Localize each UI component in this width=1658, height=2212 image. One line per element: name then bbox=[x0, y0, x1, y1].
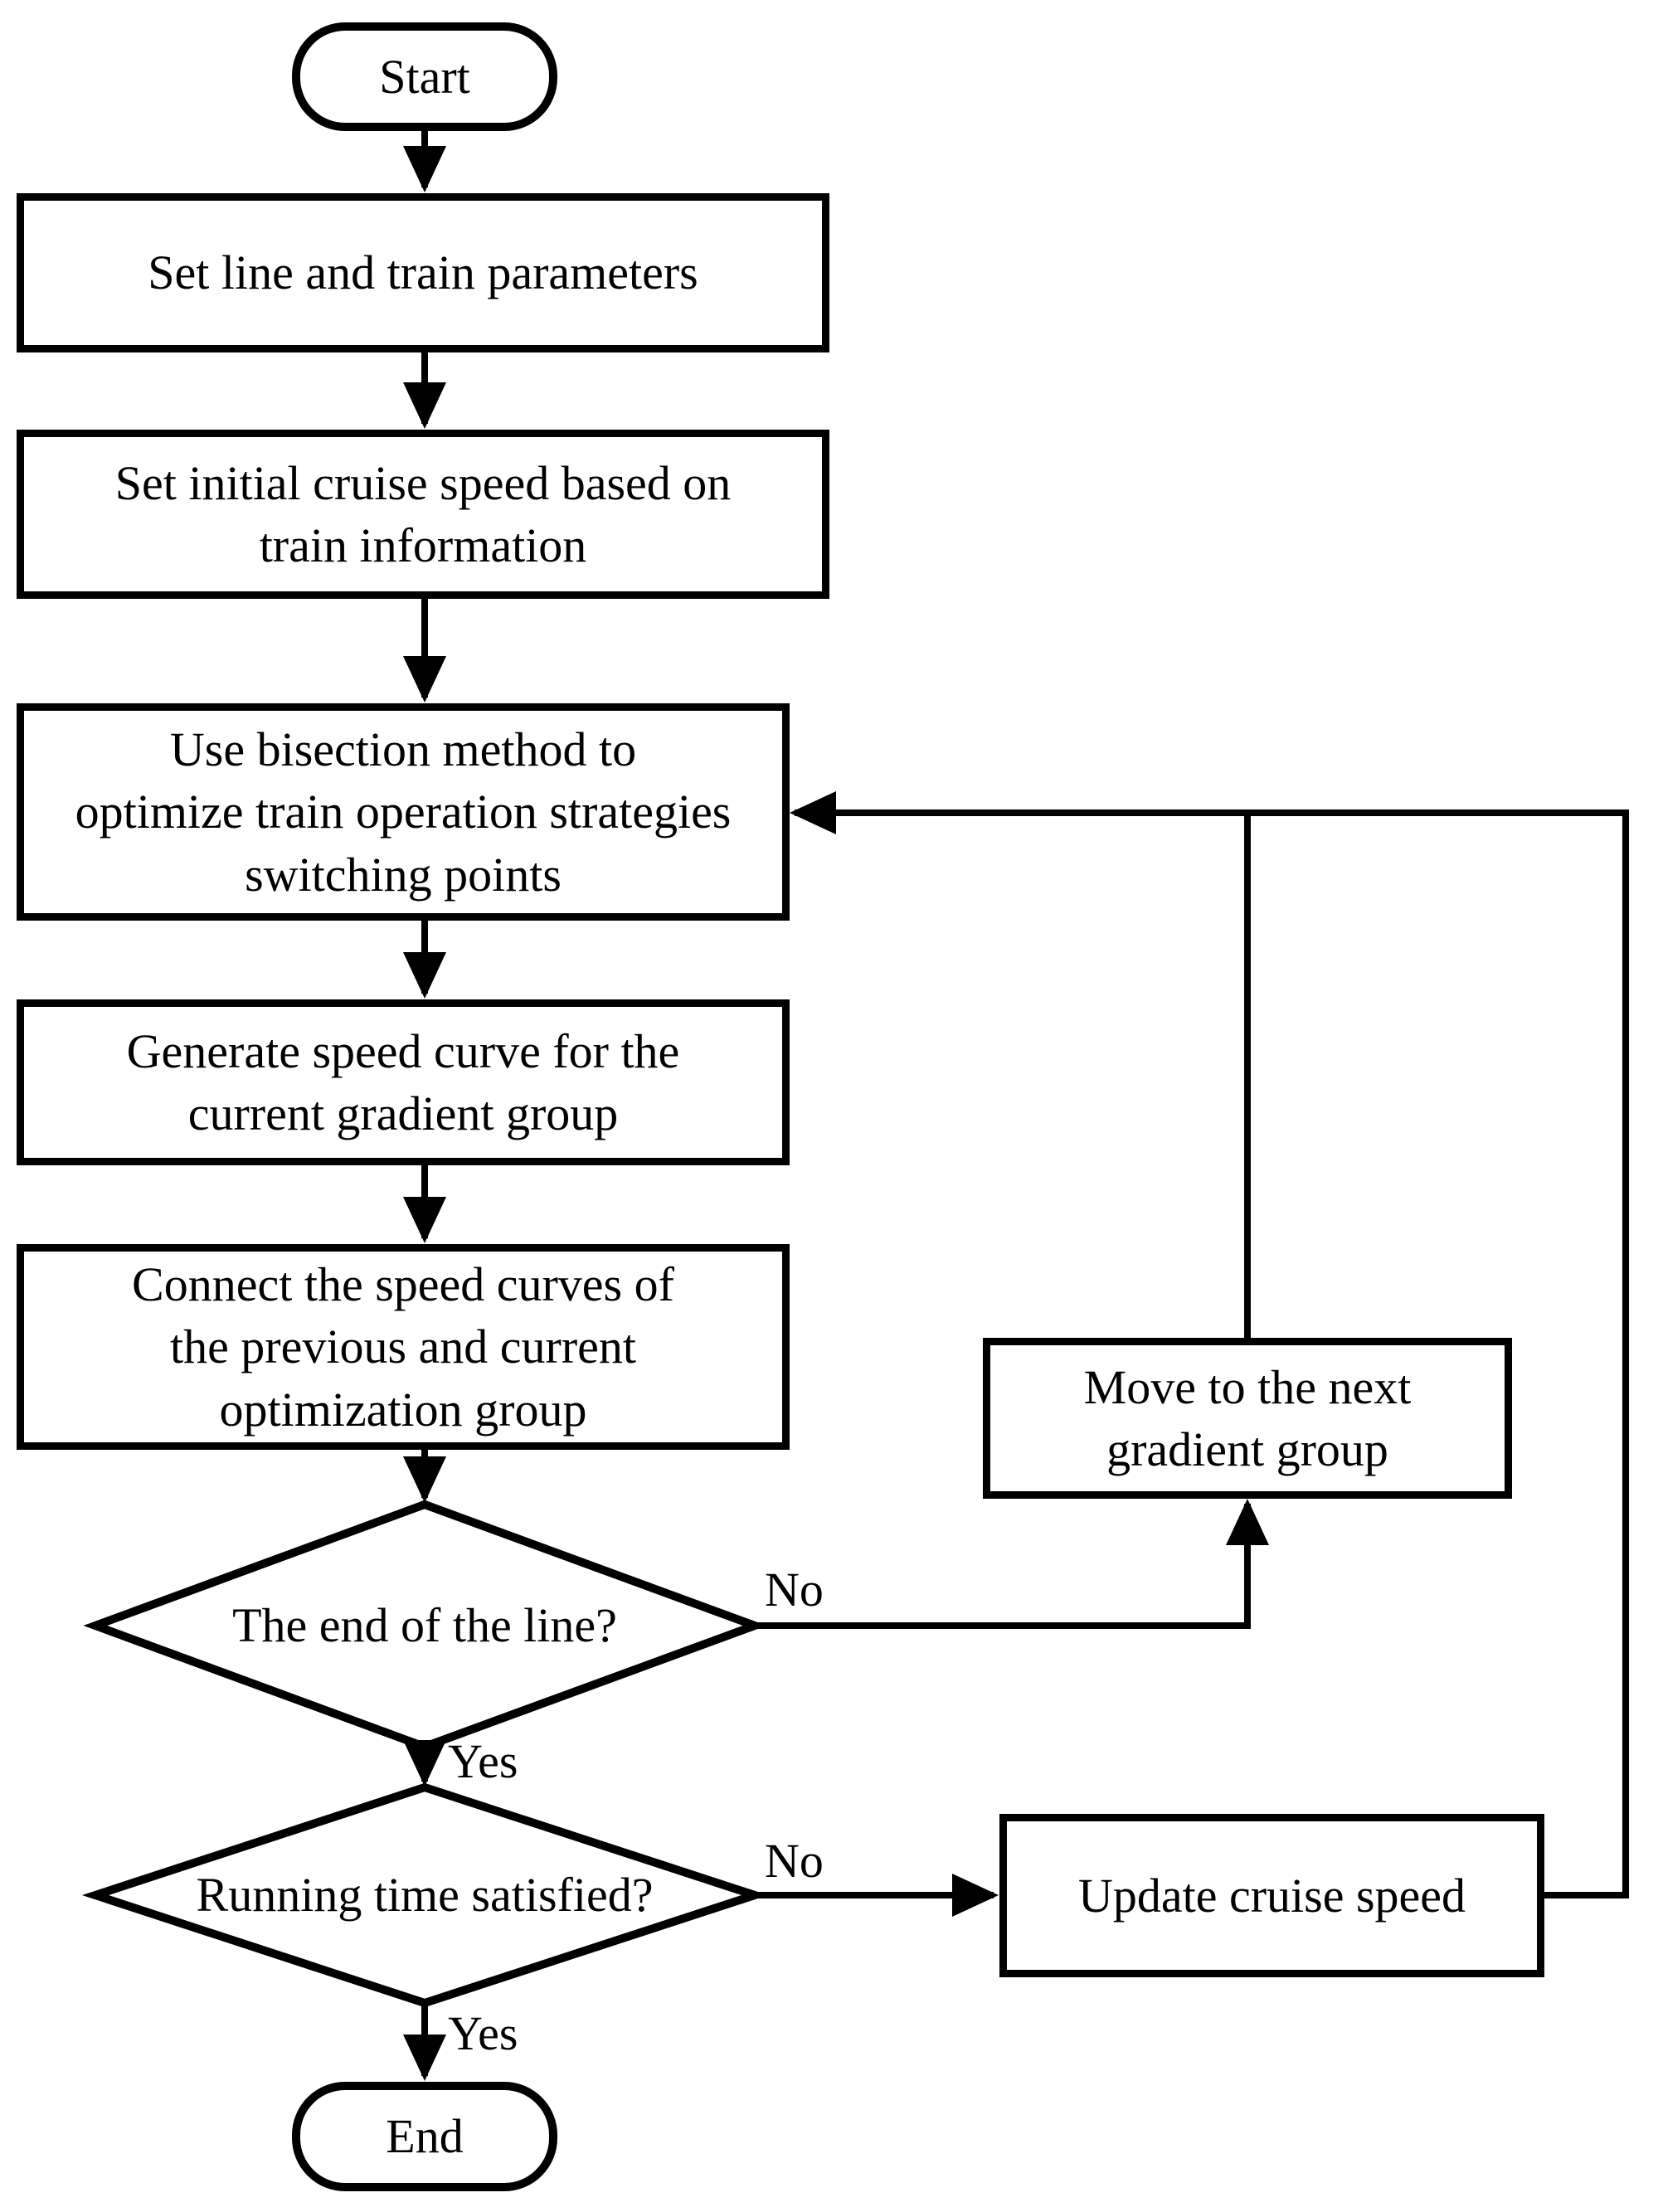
start-label: Start bbox=[379, 49, 470, 104]
edge-update-speed-to-bisection bbox=[790, 791, 1629, 1898]
end-of-line-question: The end of the line? bbox=[232, 1597, 617, 1652]
bisection-label: Use bisection method to optimize train o… bbox=[75, 722, 732, 902]
end-label: End bbox=[386, 2109, 464, 2164]
flowchart-node-end: End bbox=[292, 2082, 557, 2191]
flowchart-node-end-of-line-label: The end of the line? bbox=[112, 1572, 737, 1680]
flowchart-node-running-time-label: Running time satisfied? bbox=[112, 1841, 737, 1949]
flowchart-node-start: Start bbox=[292, 22, 557, 131]
edge-label-no-running-time: No bbox=[765, 1834, 824, 1888]
flowchart-node-move-next: Move to the next gradient group bbox=[983, 1338, 1512, 1499]
generate-label: Generate speed curve for the current gra… bbox=[126, 1023, 680, 1140]
set-cruise-label: Set initial cruise speed based on train … bbox=[114, 455, 732, 572]
edge-no-end-of-line-to-move-next bbox=[755, 1499, 1269, 1629]
flowchart-node-connect: Connect the speed curves of the previous… bbox=[17, 1244, 790, 1450]
flowchart-node-set-cruise: Set initial cruise speed based on train … bbox=[17, 430, 829, 599]
flowchart-node-bisection: Use bisection method to optimize train o… bbox=[17, 703, 790, 921]
edge-label-yes-end-of-line: Yes bbox=[448, 1734, 518, 1788]
set-params-label: Set line and train parameters bbox=[148, 246, 698, 300]
edge-label-no-end-of-line: No bbox=[765, 1563, 824, 1616]
edge-label-yes-running-time: Yes bbox=[448, 2006, 518, 2060]
connect-label: Connect the speed curves of the previous… bbox=[132, 1257, 674, 1437]
flowchart-node-generate: Generate speed curve for the current gra… bbox=[17, 999, 790, 1165]
flowchart-node-update-speed: Update cruise speed bbox=[999, 1814, 1544, 1977]
flowchart-node-set-params: Set line and train parameters bbox=[17, 193, 829, 352]
move-next-label: Move to the next gradient group bbox=[1083, 1359, 1412, 1476]
running-time-question: Running time satisfied? bbox=[196, 1867, 654, 1922]
update-speed-label: Update cruise speed bbox=[1077, 1868, 1466, 1923]
